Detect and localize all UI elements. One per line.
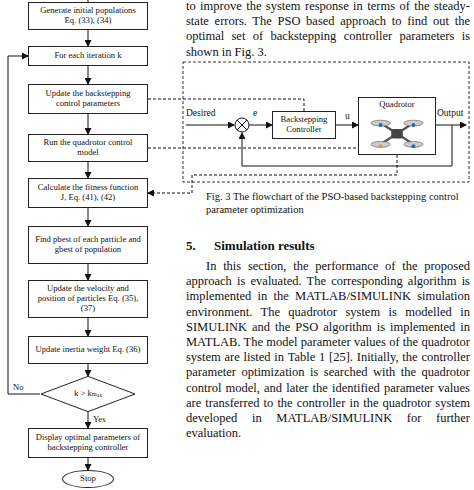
flow-connector [88,30,89,46]
node-text: Run the quadrotor control model [34,138,142,158]
node-text: Update the velocity and position of part… [34,284,142,314]
output-box: Display optimal parameters of backsteppi… [28,428,148,458]
diamond-shape [41,376,135,411]
dashed-frame [183,62,469,182]
body-text: to improve the system response in terms … [186,0,470,60]
section-number: 5. [186,238,196,254]
flow-connector [148,99,304,111]
flow-connector [88,208,89,226]
signal-line [249,125,272,126]
edge-label: No [12,383,25,392]
node-text: Backstepping Controller [278,115,330,135]
flow-connector [88,458,89,470]
node-text: Stop [80,474,96,484]
terminal-oval: Stop [62,470,114,488]
node-text: For each iteration k [54,51,121,61]
process-box: Find pbest of each particle and gbest of… [28,226,148,264]
decision-diamond: k > kₘₐₓ [40,376,136,412]
flow-connector [336,125,358,126]
flow-connector [88,364,89,376]
flow-connector [88,318,89,336]
node-text: Find pbest of each particle and gbest of… [34,235,142,255]
flow-connector [88,66,89,84]
process-box: Run the quadrotor control model [28,134,148,162]
flow-connector [88,114,89,134]
loop-box: For each iteration k [28,46,148,66]
flow-connector [88,264,89,280]
edge-label: u [344,112,351,122]
output-line [436,125,466,126]
flow-connector [148,155,397,193]
signal-name: Desired [186,108,216,118]
process-box: Update the backstepping control paramete… [28,84,148,114]
node-text: Update inertia weight Eq. (36) [36,345,141,355]
signal-name: Output [437,108,463,118]
process-box: Update the velocity and position of part… [28,280,148,318]
flow-connector [88,412,89,428]
signal-name: e [253,108,257,118]
plant-box: Quadrotor [358,97,436,155]
controller-box: Backstepping Controller [272,111,336,139]
node-text: Display optimal parameters of backsteppi… [34,433,142,453]
section-heading: Simulation results [214,238,315,254]
process-box: Update inertia weight Eq. (36) [28,336,148,364]
node-text: k > kₘₐₓ [74,389,102,399]
node-text: Quadrotor [379,100,414,110]
figure-caption: Fig. 3 The flowchart of the PSO-based ba… [206,190,468,216]
node-text: Update the backstepping control paramete… [34,89,142,109]
signal-line [186,125,234,126]
init-box: Generate initial populations Eq. (33), (… [28,2,148,30]
edge-label: Yes [92,415,107,424]
body-text: In this section, the performance of the … [186,259,470,441]
summing-junction [235,118,249,132]
node-text: Generate initial populations Eq. (33), (… [34,6,142,26]
summing-cross [237,120,247,130]
flow-connector [148,148,358,149]
summing-cross [237,120,247,130]
flow-connector [88,162,89,178]
node-text: Calculate the fitness function J, Eq. (4… [34,183,142,203]
process-box: Calculate the fitness function J, Eq. (4… [28,178,148,208]
